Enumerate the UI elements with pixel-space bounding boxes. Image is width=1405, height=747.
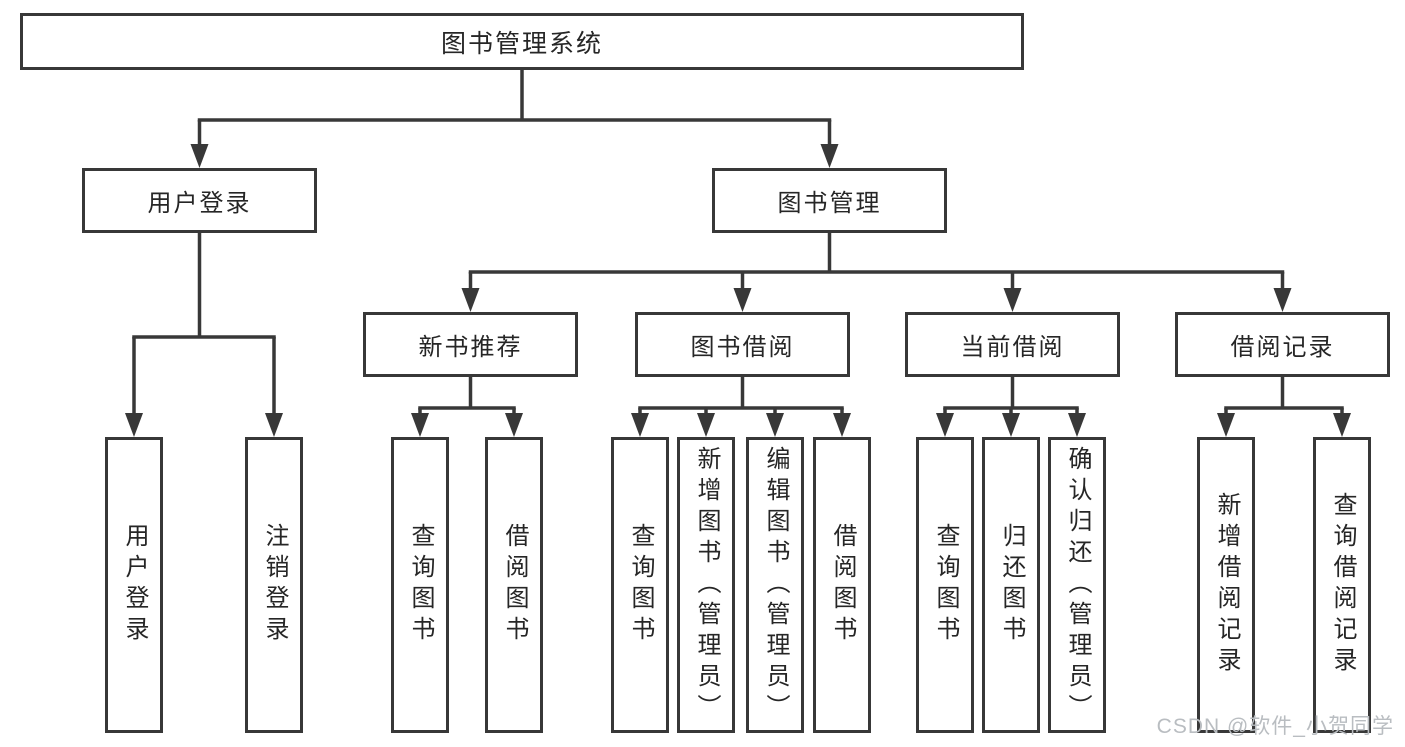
leaf-add-borrow-record: 新增借阅记录 (1197, 437, 1255, 733)
leaf-borrow-books: 借阅图书 (813, 437, 871, 733)
leaf-label: 借阅图书 (829, 523, 856, 647)
leaf-return-books: 归还图书 (982, 437, 1040, 733)
leaf-label: 确认归还（管理员） (1064, 445, 1091, 725)
leaf-label: 查询图书 (627, 523, 654, 647)
leaf-label: 新增图书（管理员） (693, 445, 720, 725)
node-user-login: 用户登录 (82, 168, 317, 233)
leaf-label: 查询图书 (407, 523, 434, 647)
leaf-label: 借阅图书 (501, 523, 528, 647)
leaf-label: 查询借阅记录 (1329, 492, 1356, 678)
leaf-label: 新增借阅记录 (1213, 492, 1240, 678)
leaf-add-books-admin: 新增图书（管理员） (677, 437, 735, 733)
leaf-edit-books-admin: 编辑图书（管理员） (746, 437, 804, 733)
leaf-user-login: 用户登录 (105, 437, 163, 733)
leaf-borrow-books-recommend: 借阅图书 (485, 437, 543, 733)
node-book-borrowing: 图书借阅 (635, 312, 850, 377)
node-current-borrowing: 当前借阅 (905, 312, 1120, 377)
leaf-label: 编辑图书（管理员） (762, 445, 789, 725)
leaf-query-books-borrowing: 查询图书 (611, 437, 669, 733)
leaf-label: 用户登录 (121, 523, 148, 647)
node-library-management-system: 图书管理系统 (20, 13, 1024, 70)
leaf-query-borrow-record: 查询借阅记录 (1313, 437, 1371, 733)
leaf-logout: 注销登录 (245, 437, 303, 733)
node-book-management: 图书管理 (712, 168, 947, 233)
leaf-query-books-recommend: 查询图书 (391, 437, 449, 733)
leaf-confirm-return-admin: 确认归还（管理员） (1048, 437, 1106, 733)
leaf-label: 注销登录 (261, 523, 288, 647)
watermark-text: CSDN @软件_小贺同学 (1156, 715, 1394, 738)
node-new-book-recommend: 新书推荐 (363, 312, 578, 377)
node-borrowing-records: 借阅记录 (1175, 312, 1390, 377)
leaf-query-books-current: 查询图书 (916, 437, 974, 733)
leaf-label: 查询图书 (932, 523, 959, 647)
leaf-label: 归还图书 (998, 523, 1025, 647)
